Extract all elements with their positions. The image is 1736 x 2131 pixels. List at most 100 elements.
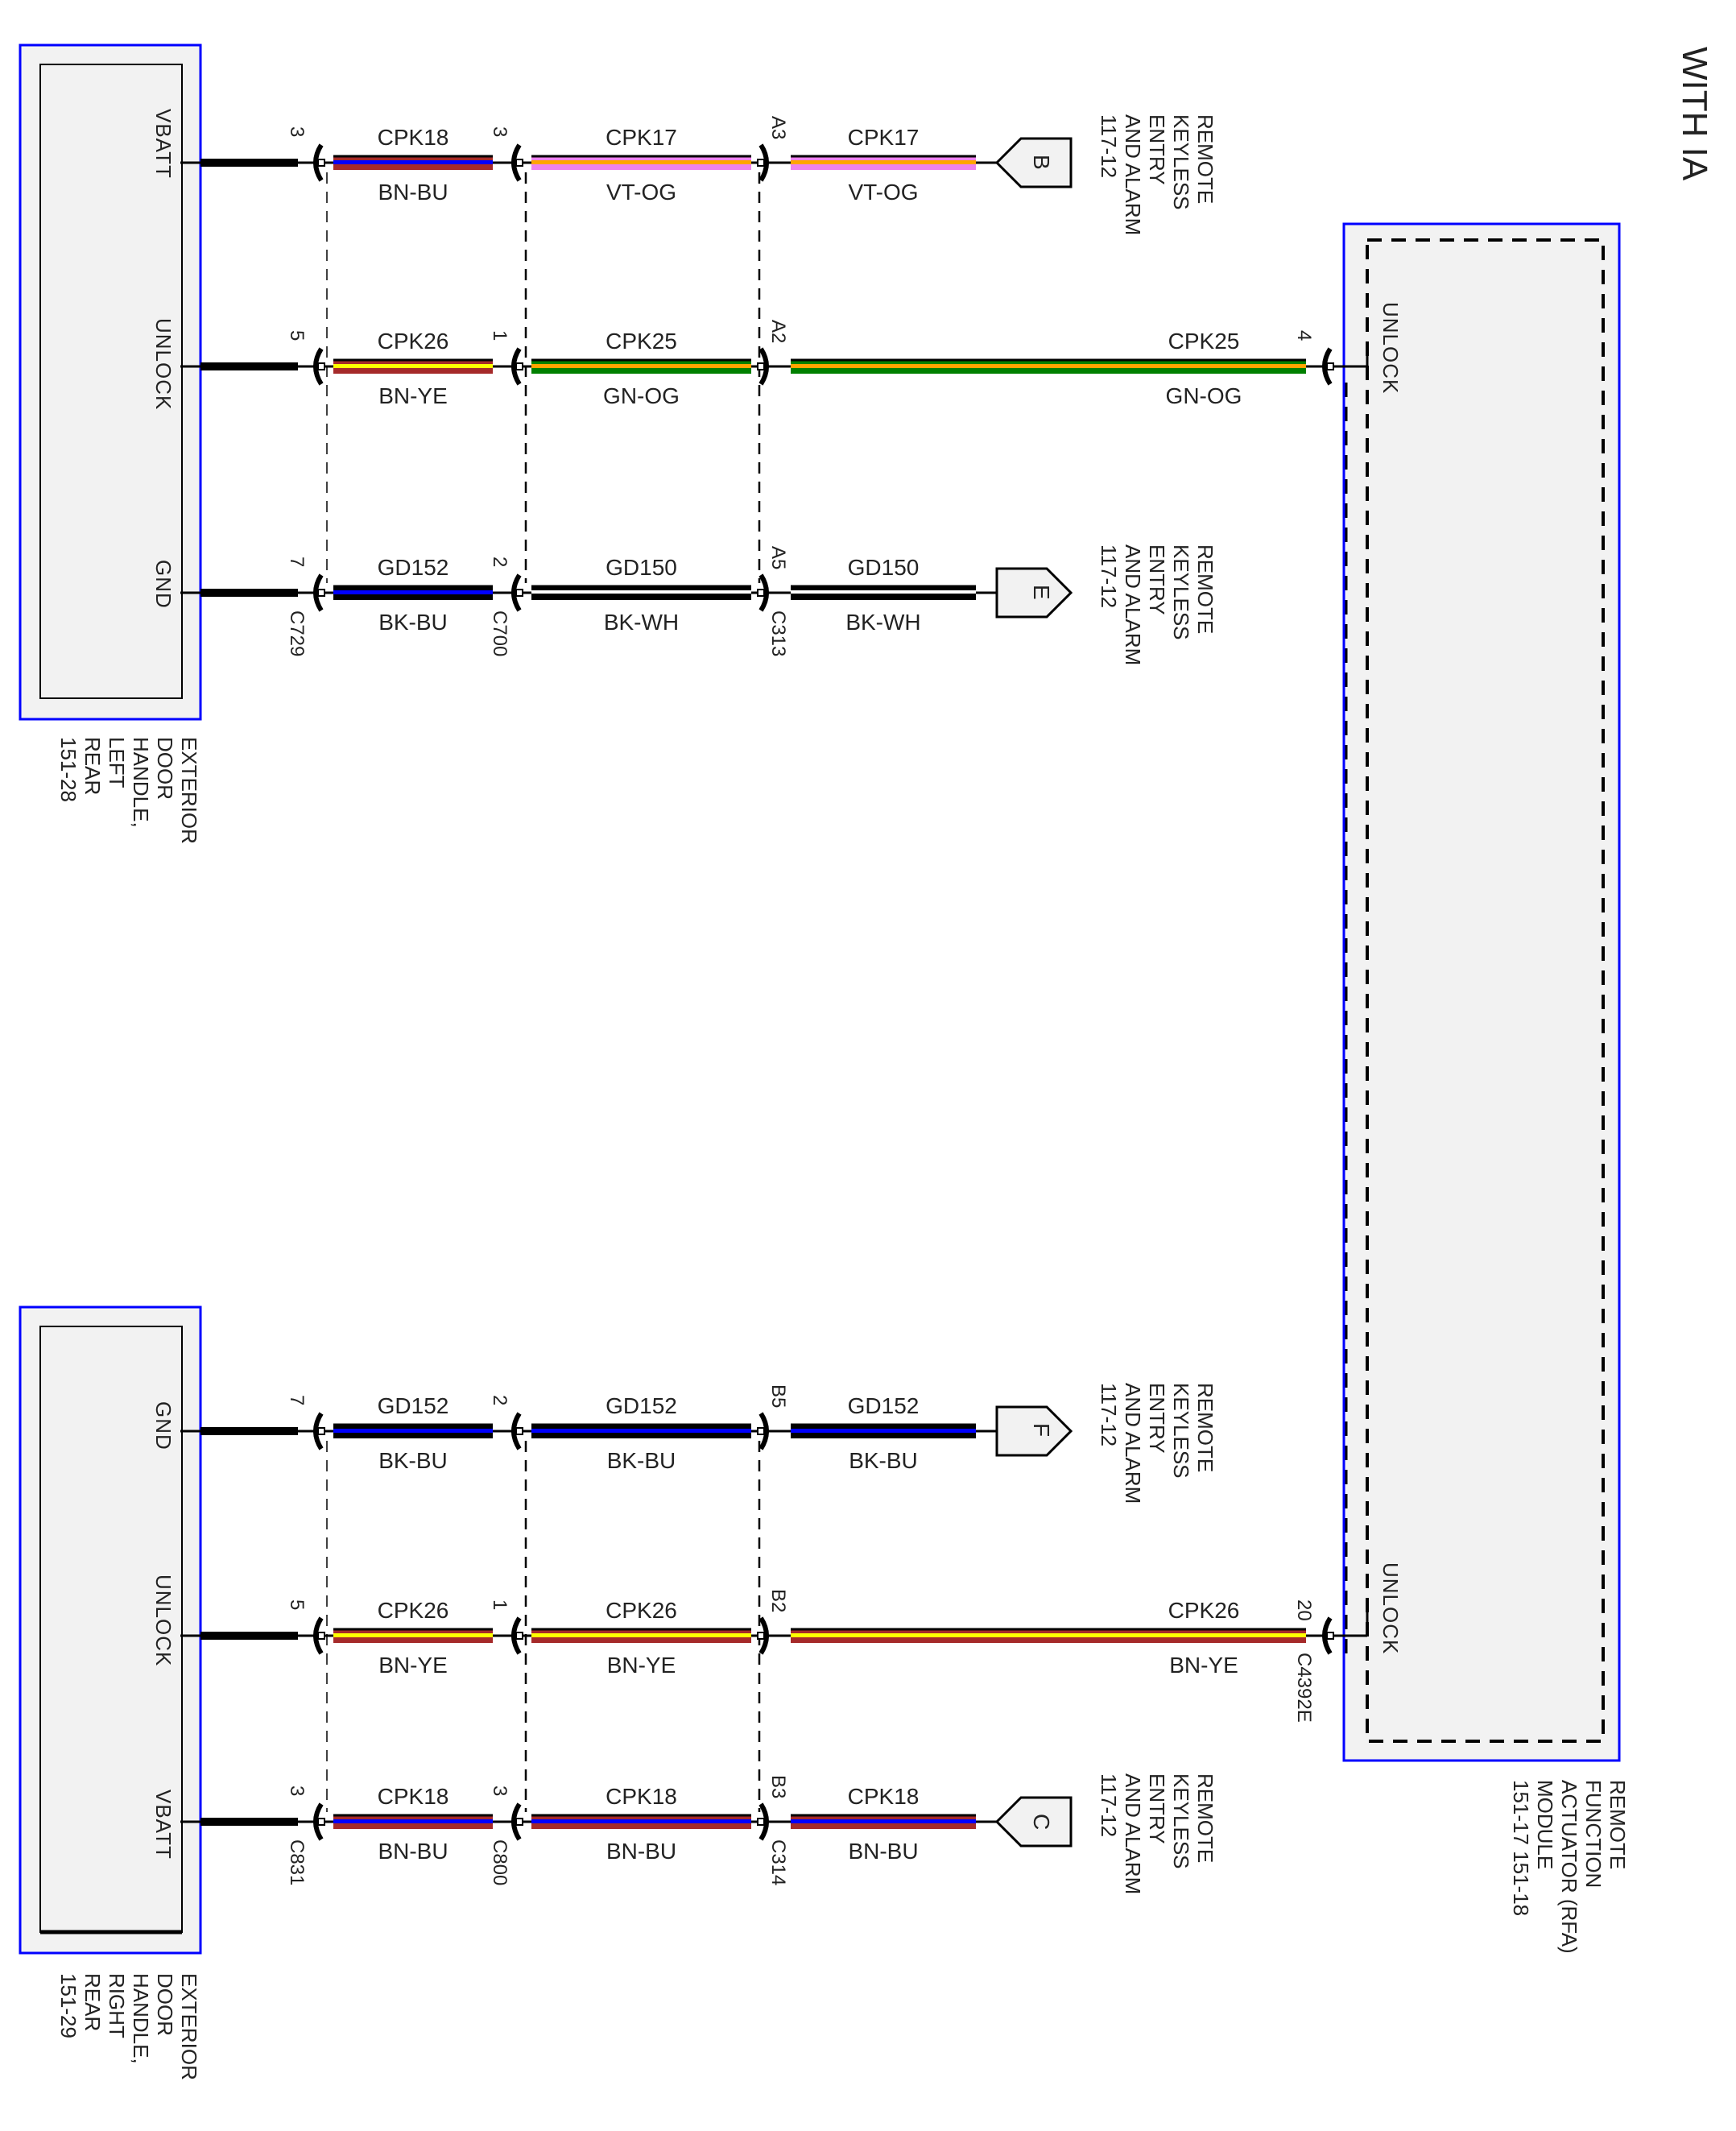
connector-2-symbol-terminal <box>515 159 523 167</box>
wire-color-label: BN-YE <box>607 1653 676 1678</box>
rfa-pin-label-unlock-4: UNLOCK <box>1378 302 1403 394</box>
pin-number: A3 <box>767 116 789 139</box>
circuit-label: GD152 <box>606 1393 677 1418</box>
wire-CPK26[interactable] <box>333 358 493 374</box>
wire-GD152[interactable] <box>531 1423 751 1438</box>
module-lead <box>200 1427 298 1435</box>
wire-color-label: BN-BU <box>378 180 448 205</box>
module-lead <box>200 362 298 370</box>
rfa-name-line: MODULE <box>1533 1780 1557 1869</box>
wire-CPK26[interactable] <box>531 1628 751 1643</box>
connector-ref-label-line: AND ALARM <box>1121 544 1145 665</box>
rfa-connector-symbol <box>1322 347 1333 386</box>
circuit-label: CPK26 <box>378 329 449 354</box>
wire-GD152[interactable] <box>333 1423 493 1438</box>
rfa-connector-symbol <box>1322 1616 1333 1655</box>
wire-color-label: BK-BU <box>607 1448 676 1473</box>
circuit-label: CPK25 <box>606 329 677 354</box>
wire-color-label: BN-YE <box>378 383 448 408</box>
diagram-title: WITH IA <box>1675 47 1714 181</box>
wire-CPK17[interactable] <box>531 155 751 170</box>
module-lead <box>200 1818 298 1826</box>
wire-CPK26[interactable] <box>791 1628 1306 1643</box>
connector-ref-letter: F <box>1029 1423 1054 1437</box>
left-handle-name-line: EXTERIOR <box>177 737 201 844</box>
rfa-connector-id: C4392E <box>1293 1653 1315 1723</box>
rfa-name-line: FUNCTION <box>1581 1780 1606 1888</box>
connector-1-symbol <box>313 1412 324 1450</box>
wire-CPK18[interactable] <box>333 1814 493 1829</box>
connector-ref-label-line: 117-12 <box>1097 544 1121 608</box>
connector-2-symbol <box>511 1802 522 1841</box>
wire-GD150[interactable] <box>531 585 751 600</box>
wire-GD150[interactable] <box>791 585 976 600</box>
wire-CPK25[interactable] <box>531 358 751 374</box>
connector-ref-label-line: REMOTE <box>1193 1773 1217 1863</box>
wire-CPK25[interactable] <box>791 358 1306 374</box>
wire-CPK18[interactable] <box>531 1814 751 1829</box>
wire-CPK17[interactable] <box>791 155 976 170</box>
right-handle-name-line: HANDLE, <box>129 1973 153 2064</box>
connector-1-symbol <box>313 347 324 386</box>
wire-GD152[interactable] <box>333 585 493 600</box>
connector-id: C729 <box>286 610 308 656</box>
wire-CPK18[interactable] <box>333 155 493 170</box>
rfa-connector-symbol-terminal <box>1326 1632 1334 1640</box>
wire-color-label: BN-BU <box>606 1839 676 1864</box>
module-exterior-door-handle-right-rear[interactable]: GND UNLOCK VBATT <box>19 1305 202 1955</box>
wire-CPK26[interactable] <box>333 1628 493 1643</box>
module-rfa[interactable]: UNLOCK UNLOCK <box>1342 222 1621 1762</box>
wire-color-label: VT-OG <box>848 180 918 205</box>
connector-3-symbol <box>758 1616 769 1655</box>
rfa-name-line: REMOTE <box>1606 1780 1630 1869</box>
pin-label-gnd: GND <box>151 560 176 609</box>
pin-number: 2 <box>489 1395 510 1405</box>
pin-number: B5 <box>767 1384 789 1408</box>
module-exterior-door-handle-left-rear[interactable]: VBATT UNLOCK GND <box>19 43 202 721</box>
left-handle-name-line: LEFT <box>105 737 129 788</box>
pin-number: 1 <box>489 1599 510 1610</box>
connector-2-symbol <box>511 1412 522 1450</box>
connector-2-symbol-terminal <box>515 589 523 597</box>
connector-ref-label-line: KEYLESS <box>1169 1383 1193 1479</box>
left-handle-name-line: DOOR <box>153 737 177 800</box>
connector-1-symbol-terminal <box>317 589 325 597</box>
pin-label-unlock: UNLOCK <box>151 1574 176 1666</box>
connector-ref-label-line: ENTRY <box>1145 114 1169 185</box>
rfa-connector-symbol-terminal <box>1326 362 1334 370</box>
connector-ref-letter: E <box>1029 585 1054 600</box>
pin-number: 3 <box>489 126 510 137</box>
connector-3-symbol <box>758 347 769 386</box>
pin-number: 3 <box>286 1785 308 1796</box>
rfa-pin-number: 20 <box>1293 1599 1315 1621</box>
connector-ref-label-line: KEYLESS <box>1169 114 1193 210</box>
circuit-label: CPK26 <box>1168 1598 1240 1623</box>
pin-number: 2 <box>489 557 510 567</box>
right-handle-name-line: REAR <box>81 1973 105 2031</box>
connector-ref-label-line: REMOTE <box>1193 544 1217 634</box>
wire-CPK18[interactable] <box>791 1814 976 1829</box>
pin-number: 3 <box>489 1785 510 1796</box>
circuit-label: GD152 <box>848 1393 920 1418</box>
pin-label-unlock: UNLOCK <box>151 318 176 410</box>
connector-ref-label-line: AND ALARM <box>1121 1773 1145 1894</box>
connector-3-symbol-terminal <box>757 1818 765 1826</box>
connector-3-symbol <box>758 1802 769 1841</box>
connector-id: C700 <box>489 610 510 656</box>
circuit-label: CPK26 <box>378 1598 449 1623</box>
circuit-label: GD152 <box>378 555 449 580</box>
circuit-label: CPK18 <box>848 1784 920 1809</box>
pin-number: 5 <box>286 1599 308 1610</box>
wire-GD152[interactable] <box>791 1423 976 1438</box>
circuit-label: GD150 <box>606 555 677 580</box>
pin-number: A5 <box>767 546 789 569</box>
